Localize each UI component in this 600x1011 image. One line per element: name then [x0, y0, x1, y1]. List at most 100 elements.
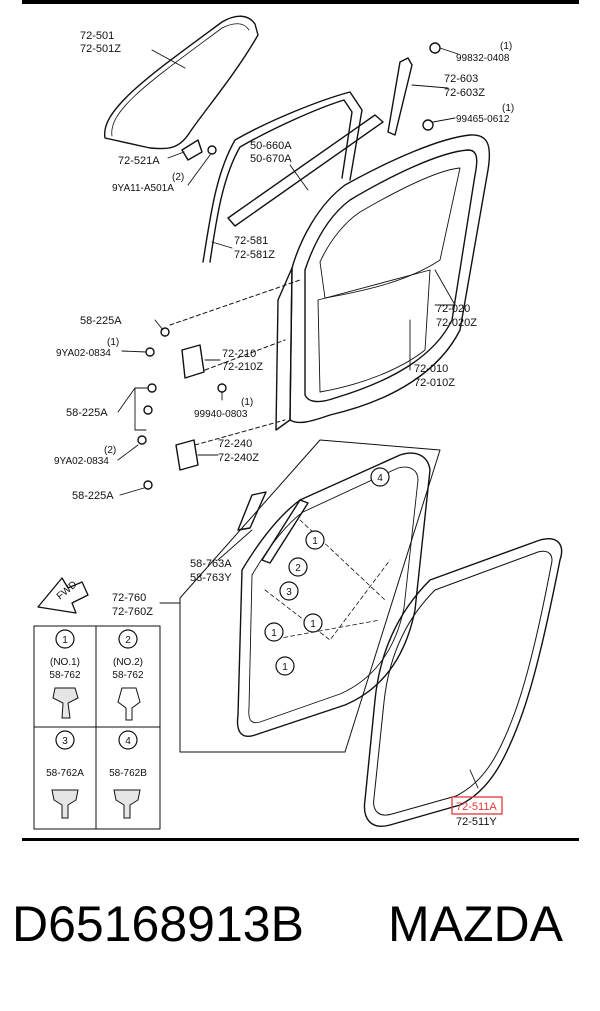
- part-number-caption: D65168913B: [12, 896, 304, 952]
- callout-4-text: 4: [377, 473, 383, 484]
- legend-part-2: 58-762: [112, 670, 144, 681]
- door-glass: [104, 15, 259, 150]
- label-film-a: 58-763A: [190, 558, 232, 570]
- callout-1-circle-c: [303, 613, 323, 633]
- bolt-58225-c: [143, 480, 153, 490]
- callout-3-text: 3: [286, 587, 292, 598]
- brand-caption: MAZDA: [388, 896, 563, 952]
- bolt-9ya02-a: [145, 347, 155, 357]
- bolt-99832: [429, 42, 441, 54]
- rear-guide: [387, 57, 413, 136]
- legend-note-1: (NO.1): [50, 657, 80, 668]
- label-trim-a: 72-760: [112, 592, 146, 604]
- bottom-rule: [22, 838, 579, 841]
- leader-58225-a: [154, 319, 164, 331]
- clip-58762b-icon: [113, 789, 141, 819]
- label-9ya02b-q: (2): [104, 445, 116, 456]
- label-58225-a: 58-225A: [80, 315, 122, 327]
- callout-1-text-d: 1: [282, 662, 288, 673]
- label-run-b: 72-581Z: [234, 249, 275, 261]
- leader-dashed-3: [194, 419, 286, 446]
- weatherstrip: [227, 114, 384, 227]
- watershield-film: [237, 491, 267, 531]
- label-bolt2: 99465-0612: [456, 114, 510, 125]
- leader-603: [411, 84, 449, 89]
- upper-hinge: [181, 344, 205, 379]
- label-guide-a: 72-603: [444, 73, 478, 85]
- label-hinge-up-a: 72-210: [222, 348, 256, 360]
- label-ws-b: 50-670A: [250, 153, 292, 165]
- lower-hinge: [175, 439, 199, 471]
- callout-3-circle: [279, 581, 299, 601]
- glass-clip: [181, 139, 203, 161]
- label-9ya11-q: (2): [172, 172, 184, 183]
- bolt-58225-b1: [147, 383, 157, 393]
- legend-note-2: (NO.2): [113, 657, 143, 668]
- label-99940: 99940-0803: [194, 409, 248, 420]
- door-inner-panel: [317, 269, 431, 393]
- clip-58762-no1-icon: [52, 687, 79, 719]
- callout-1-circle-b: [264, 622, 284, 642]
- callout-4-circle: [370, 467, 390, 487]
- label-run-a: 72-581: [234, 235, 268, 247]
- label-glass-a: 72-501: [80, 30, 114, 42]
- door-trim-inner: [248, 466, 419, 724]
- glass-run-inner: [209, 99, 353, 263]
- door-window-opening: [319, 167, 461, 299]
- legend-circle-2: [118, 629, 138, 649]
- label-9ya02b: 9YA02-0834: [54, 456, 109, 467]
- legend-num-3: 3: [62, 736, 68, 747]
- legend-num-2: 2: [125, 635, 131, 646]
- bolt-99465: [422, 119, 434, 131]
- leader-dashed-1: [169, 279, 301, 326]
- label-58225-c: 58-225A: [72, 490, 114, 502]
- seal-highlight-box: [451, 796, 503, 815]
- leader-glass: [151, 49, 186, 69]
- bolt-9ya11: [207, 145, 217, 155]
- trim-bracket: [179, 439, 441, 753]
- label-9ya11: 9YA11-A501A: [112, 183, 174, 194]
- leader-film: [217, 529, 253, 561]
- label-bolt2-q: (1): [502, 103, 514, 114]
- label-trim-b: 72-760Z: [112, 606, 153, 618]
- label-shell-a: 72-010: [414, 363, 448, 375]
- leader-seal: [469, 769, 479, 789]
- label-bolt1: 99832-0408: [456, 53, 510, 64]
- label-58225-b: 58-225A: [66, 407, 108, 419]
- door-shell: [289, 134, 491, 424]
- label-shell-b: 72-010Z: [414, 377, 455, 389]
- legend-part-3: 58-762A: [46, 768, 84, 779]
- door-trim-dashed: [264, 519, 391, 641]
- door-shell-frame: [304, 149, 478, 403]
- bolt-99940: [217, 383, 227, 393]
- door-seal-inner: [373, 550, 553, 816]
- leader-521: [167, 151, 185, 159]
- door-hinge-face: [275, 267, 293, 431]
- leader-9ya11: [187, 154, 211, 186]
- legend-part-1: 58-762: [49, 670, 81, 681]
- label-door-a: 72-020: [436, 303, 470, 315]
- glass-run: [202, 91, 363, 263]
- label-bolt1-q: (1): [500, 41, 512, 52]
- legend-num-4: 4: [125, 736, 131, 747]
- clip-58762a-icon: [51, 789, 79, 819]
- legend-circle-4: [118, 730, 138, 750]
- leader-9ya02-b: [117, 444, 139, 461]
- bolt-58225-a: [160, 327, 170, 337]
- bolt-58225-b2: [143, 405, 153, 415]
- label-film-b: 58-763Y: [190, 572, 232, 584]
- leader-020: [434, 269, 456, 306]
- callout-1-circle-a: [305, 530, 325, 550]
- fwd-arrow: [37, 577, 89, 614]
- leader-9ya02-a: [121, 350, 147, 353]
- label-9ya02a: 9YA02-0834: [56, 348, 111, 359]
- bolt-9ya02-b: [137, 435, 147, 445]
- label-hinge-lo-a: 72-240: [218, 438, 252, 450]
- label-hinge-up-b: 72-210Z: [222, 361, 263, 373]
- callout-1-circle-d: [275, 656, 295, 676]
- callout-1-text-b: 1: [271, 628, 277, 639]
- door-glass-inner: [111, 23, 250, 137]
- legend-circle-3: [55, 730, 75, 750]
- callout-2-circle: [288, 557, 308, 577]
